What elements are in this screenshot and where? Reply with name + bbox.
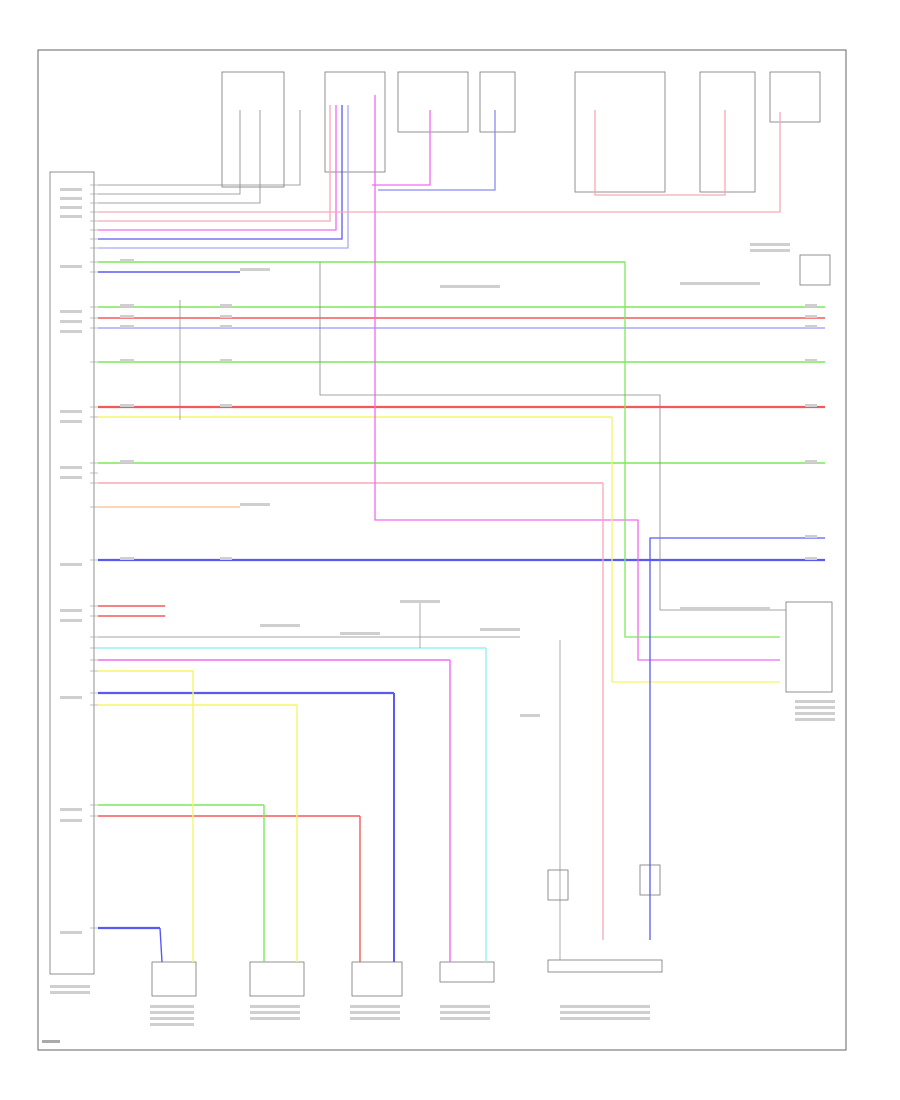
top-connector-6 [699,71,756,193]
right-relay-box [799,254,831,286]
top-connector-3 [397,71,469,133]
wire-top-magenta2 [374,95,780,661]
top-wires [98,95,781,661]
wire-top-pink3 [594,110,726,196]
horizontal-wires [98,261,825,930]
wire-top-gray3 [98,110,261,204]
top-connector-7 [769,71,821,123]
wire-top-pink2 [98,112,781,213]
right-module-box [785,601,833,693]
wire-yellow-right [611,417,780,683]
wire-top-pink [98,105,331,222]
bottom-sensor-3 [351,961,403,997]
label-bars [50,188,835,1026]
wire-top-lightblue [98,105,349,249]
wire-top-blue [98,105,343,240]
wire-blue-bottom [159,927,163,963]
wire-top-magenta [98,105,337,231]
bottom-routing-wires [159,648,487,963]
control-module-body [49,171,95,975]
top-connector-2 [324,71,386,173]
wire-top-gray1 [98,110,301,186]
bottom-sensor-5 [547,959,663,973]
small-component-left [547,869,569,901]
module-pin-ticks [90,184,98,929]
wire-gray-right [319,262,786,611]
wire-green-right [624,262,780,638]
diagram-frame [37,49,847,1051]
bottom-sensor-4 [439,961,495,983]
bottom-sensor-2 [249,961,305,997]
gray-signal-lines [98,300,561,960]
wire-top-blue2 [378,110,496,191]
wire-top-gray2 [98,110,241,195]
right-routing-wires [319,262,825,940]
wire-blue-down [649,537,825,940]
bottom-sensor-1 [151,961,197,997]
top-connector-5 [574,71,666,193]
top-connector-4 [479,71,516,133]
wire-top-magenta3 [372,110,431,186]
top-connector-1 [221,71,285,188]
page-code-mark [42,1040,60,1043]
